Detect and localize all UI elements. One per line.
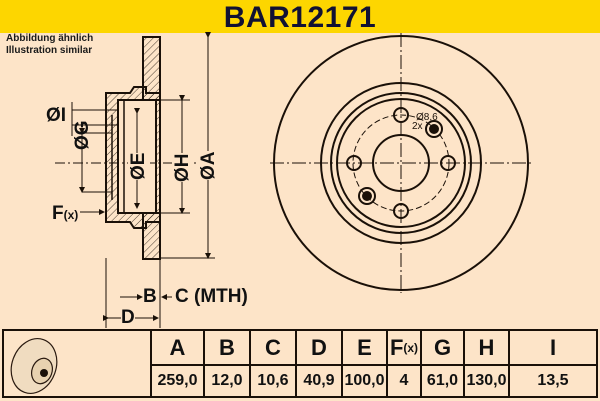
- dim-label-e: ØE: [128, 152, 150, 180]
- table-col-a: A 259,0: [152, 331, 205, 396]
- value-i: 13,5: [537, 372, 569, 389]
- table-col-h: H 130,0: [465, 331, 510, 396]
- dim-label-f: F(x): [52, 203, 78, 225]
- dim-label-b: B: [143, 286, 157, 307]
- dim-label-i: ØI: [46, 105, 67, 126]
- front-view: [270, 33, 532, 293]
- value-b: 12,0: [211, 372, 243, 389]
- dim-label-g: ØG: [72, 120, 93, 150]
- table-col-c: C 10,6: [251, 331, 297, 396]
- disc-thumbnail: [4, 331, 152, 396]
- header-f-letter: F: [389, 334, 404, 360]
- f-letter: F: [52, 203, 64, 224]
- note-german: Abbildung ähnlich: [6, 33, 94, 44]
- header-a: A: [152, 331, 203, 366]
- f-subscript: (x): [63, 208, 79, 222]
- bolt-dia-label: Ø8,6: [416, 112, 438, 123]
- header-c: C: [251, 331, 295, 366]
- dimensions-table: A 259,0 B 12,0 C 10,6 D 40,9 E 100,0 F(x) 4 G 6…: [2, 329, 598, 398]
- value-c: 10,6: [257, 372, 289, 389]
- value-g: 61,0: [426, 372, 459, 389]
- table-col-i: I 13,5: [510, 331, 596, 396]
- header-b: B: [205, 331, 249, 366]
- header-g: G: [422, 331, 463, 366]
- dim-label-d: D: [121, 307, 135, 329]
- header-f-sub: (x): [403, 340, 419, 355]
- table-col-g: G 61,0: [422, 331, 465, 396]
- header-bar: BAR12171: [0, 0, 600, 34]
- table-col-d: D 40,9: [297, 331, 343, 396]
- header-e: E: [343, 331, 386, 366]
- table-col-f: F(x) 4: [388, 331, 422, 396]
- table-columns: A 259,0 B 12,0 C 10,6 D 40,9 E 100,0 F(x) 4 G 6…: [152, 331, 596, 396]
- header-h: H: [465, 331, 508, 366]
- note-english: Illustration similar: [6, 45, 93, 56]
- side-section-view: [55, 32, 220, 328]
- value-a: 259,0: [157, 372, 198, 389]
- value-e: 100,0: [344, 372, 385, 389]
- part-number-title: BAR12171: [223, 1, 377, 34]
- value-f: 4: [399, 372, 409, 389]
- dim-label-a: ØA: [198, 151, 220, 180]
- bolt-count-label: 2x: [412, 121, 423, 132]
- header-f: F(x): [388, 331, 420, 366]
- technical-drawing: Ø8,6 2x: [55, 32, 532, 328]
- brake-disc-icon: [10, 338, 58, 394]
- header-d: D: [297, 331, 341, 366]
- header-i: I: [510, 331, 596, 366]
- table-col-b: B 12,0: [205, 331, 251, 396]
- dim-label-h: ØH: [172, 153, 194, 182]
- value-d: 40,9: [303, 372, 335, 389]
- table-col-e: E 100,0: [343, 331, 388, 396]
- value-h: 130,0: [466, 372, 507, 389]
- dim-label-c: C (MTH): [175, 286, 248, 307]
- illustration-note: Abbildung ähnlich Illustration similar: [6, 33, 93, 57]
